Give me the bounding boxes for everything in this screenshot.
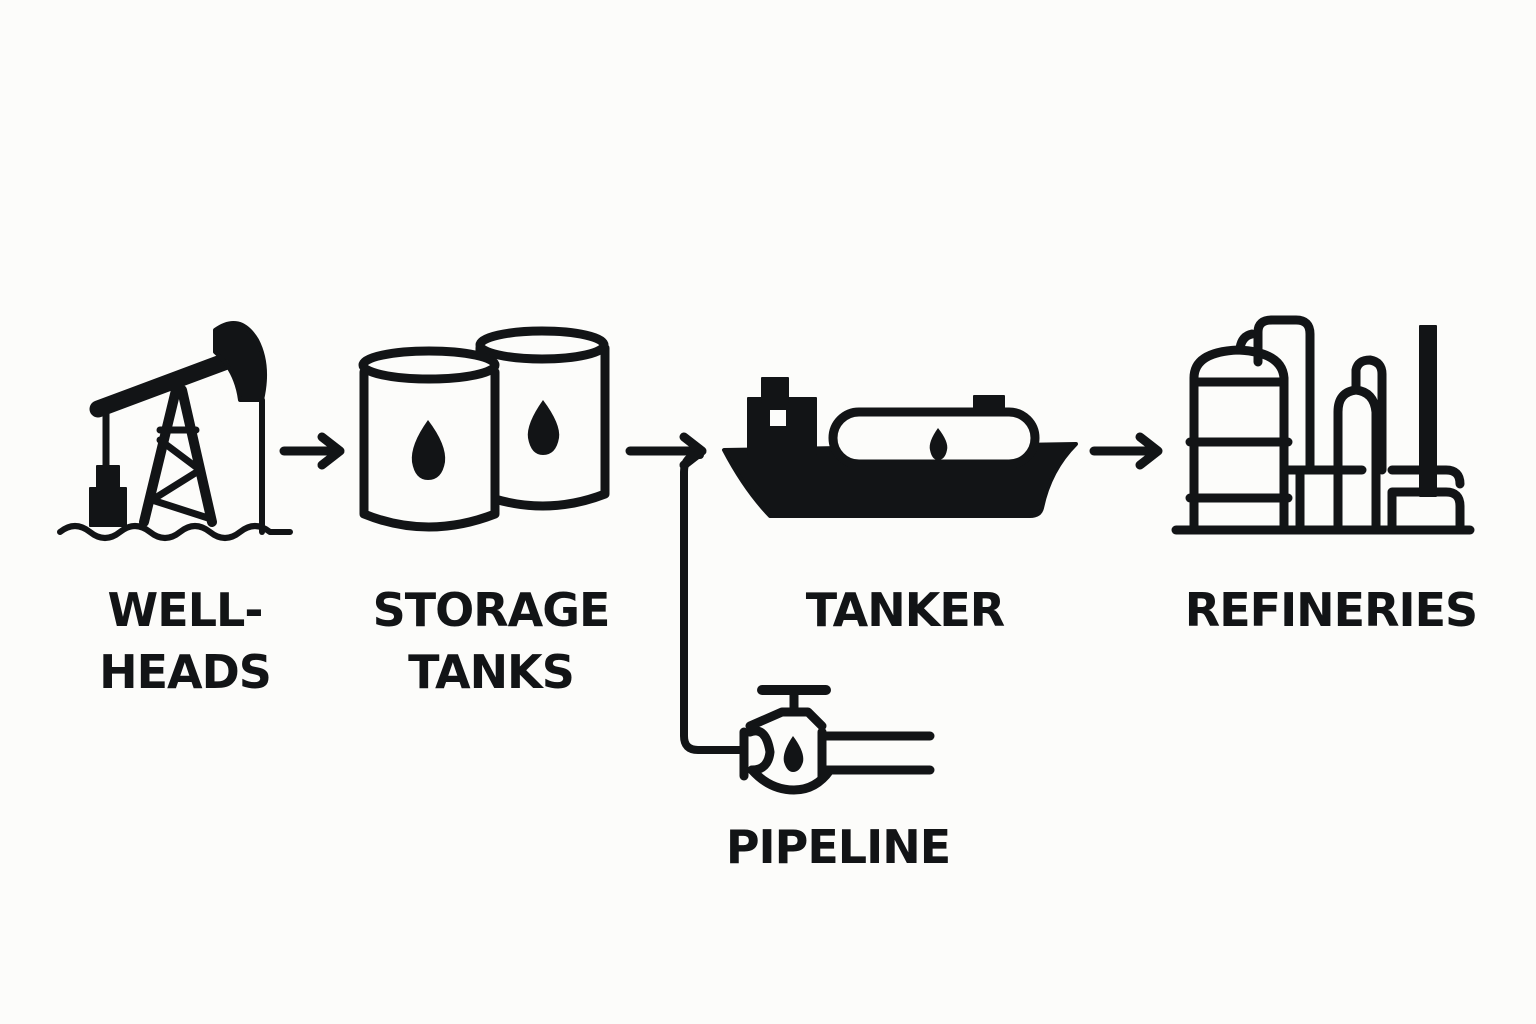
flow-arrow <box>1089 432 1163 470</box>
pipeline-label: PIPELINE <box>720 816 956 878</box>
pipeline-connector <box>680 451 748 754</box>
flow-arrow <box>279 432 345 470</box>
storage-tanks-label-line-1: STORAGE <box>372 583 611 637</box>
tanker-label-line-1: TANKER <box>805 583 1005 637</box>
pumpjack-icon <box>57 320 293 541</box>
tanker-label: TANKER <box>800 579 1010 641</box>
wellheads-label-line-2: HEADS <box>99 645 272 699</box>
pipeline-valve-icon <box>739 685 935 795</box>
refinery-icon <box>1171 315 1475 535</box>
wellheads-label-line-1: WELL- <box>107 583 264 637</box>
storage-tanks-label-line-2: TANKS <box>408 645 575 699</box>
refineries-label: REFINERIES <box>1176 579 1486 641</box>
storage-tanks-label: STORAGE TANKS <box>360 579 622 703</box>
wellheads-label: WELL- HEADS <box>70 579 300 703</box>
storage-tanks-icon <box>358 326 610 532</box>
pipeline-label-line-1: PIPELINE <box>725 820 951 874</box>
refineries-label-line-1: REFINERIES <box>1184 583 1478 637</box>
tanker-ship-icon <box>722 377 1078 518</box>
